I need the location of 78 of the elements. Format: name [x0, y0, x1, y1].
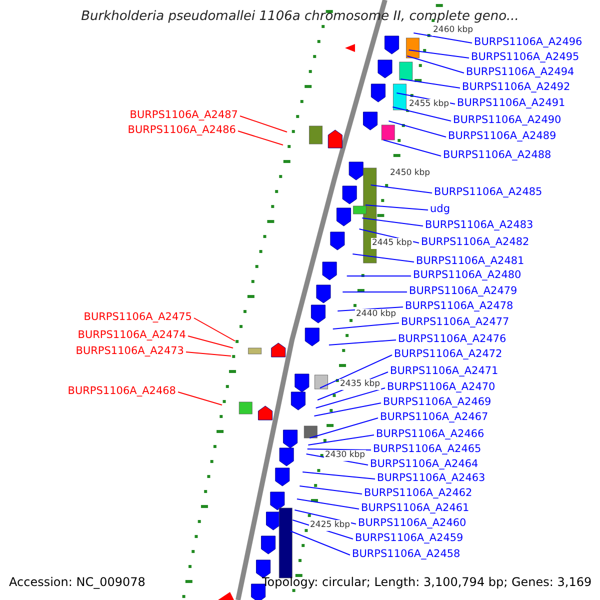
gene-label: BURPS1106A_A2470 — [387, 381, 496, 394]
gene-label: BURPS1106A_A2486 — [128, 124, 236, 137]
gene-label: BURPS1106A_A2469 — [383, 396, 492, 409]
leader-line — [408, 50, 470, 58]
leader-line — [315, 388, 386, 408]
leader-line — [302, 472, 376, 480]
gene-label: BURPS1106A_A2468 — [68, 385, 176, 398]
scale-tick-label: 2440 kbp — [355, 309, 398, 320]
gene-label: BURPS1106A_A2482 — [421, 236, 530, 249]
leader-line — [328, 340, 396, 346]
gene-label: BURPS1106A_A2471 — [390, 365, 498, 378]
gene-label: BURPS1106A_A2477 — [401, 316, 510, 329]
scale-tick-label: 2445 kbp — [371, 238, 414, 249]
gene-label: BURPS1106A_A2485 — [434, 186, 542, 199]
leader-line — [314, 402, 382, 416]
gene-label: BURPS1106A_A2460 — [358, 517, 466, 530]
gene-label: BURPS1106A_A2488 — [443, 149, 552, 162]
gene-label: BURPS1106A_A2472 — [394, 348, 502, 361]
gene-label: BURPS1106A_A2496 — [474, 36, 582, 49]
leader-line — [188, 336, 234, 348]
leader-line — [320, 354, 392, 388]
leader-line — [370, 184, 432, 194]
scale-tick-label: 2455 kbp — [408, 99, 450, 110]
gene-label: BURPS1106A_A2495 — [471, 51, 580, 64]
map-title: Burkholderia pseudomallei 1106a chromosome II, complete geno... — [80, 9, 520, 25]
gene-label: BURPS1106A_A2490 — [453, 114, 562, 127]
leader-line — [309, 418, 378, 438]
gene-label: BURPS1106A_A2462 — [364, 487, 472, 500]
leader-line — [406, 56, 464, 74]
gene-label: BURPS1106A_A2463 — [377, 472, 486, 485]
gene-label: BURPS1106A_A2494 — [466, 66, 574, 79]
leader-line — [240, 116, 288, 132]
leader-line — [308, 434, 374, 446]
leader-line — [388, 120, 446, 138]
leader-line — [332, 322, 400, 330]
gene-label: BURPS1106A_A2483 — [425, 219, 534, 232]
info-text: Accession: NC_009078 — [9, 575, 146, 590]
gene-label: BURPS1106A_A2491 — [457, 97, 566, 110]
gene-label: BURPS1106A_A2465 — [373, 443, 482, 456]
info-text: Topology: circular; Length: 3,100,794 bp; Genes: 3,169 — [262, 575, 592, 590]
gene-label: BURPS1106A_A2458 — [352, 548, 460, 561]
leader-line — [413, 32, 472, 44]
gene-label: udg — [430, 203, 450, 216]
leader-line — [194, 318, 236, 342]
gene-label: BURPS1106A_A2479 — [409, 285, 518, 298]
leader-line — [362, 218, 424, 226]
scale-tick-label: 2450 kbp — [389, 168, 432, 179]
gene-label: BURPS1106A_A2476 — [398, 333, 506, 346]
leader-line — [290, 530, 350, 556]
gene-label: BURPS1106A_A2459 — [355, 532, 464, 545]
leader-line — [238, 130, 284, 146]
gene-label: BURPS1106A_A2464 — [370, 458, 478, 471]
gene-label: BURPS1106A_A2475 — [84, 311, 192, 324]
gene-label: BURPS1106A_A2467 — [380, 411, 488, 424]
gene-label: BURPS1106A_A2478 — [405, 300, 514, 313]
gene-label: BURPS1106A_A2474 — [78, 329, 186, 342]
gene-label: BURPS1106A_A2492 — [462, 81, 570, 94]
scale-tick-label: 2430 kbp — [324, 450, 366, 461]
leader-line — [296, 498, 360, 510]
leader-line — [392, 106, 452, 122]
leader-line — [186, 352, 232, 356]
gene-label: BURPS1106A_A2481 — [416, 255, 524, 268]
leader-line — [299, 486, 362, 494]
gene-label: BURPS1106A_A2473 — [76, 345, 184, 358]
gene-label: BURPS1106A_A2489 — [448, 130, 556, 143]
leader-line — [400, 78, 460, 88]
gene-label: BURPS1106A_A2466 — [376, 428, 484, 441]
leader-line — [178, 392, 222, 406]
scale-tick-label: 2425 kbp — [309, 520, 352, 531]
scale-tick-label: 2460 kbp — [432, 25, 474, 36]
gene-label: BURPS1106A_A2461 — [361, 502, 470, 515]
leader-line — [365, 204, 428, 210]
leader-line — [382, 140, 442, 156]
scale-tick-label: 2435 kbp — [339, 379, 382, 390]
leader-line — [352, 254, 414, 262]
gene-label: BURPS1106A_A2480 — [413, 269, 522, 282]
gene-label: BURPS1106A_A2487 — [130, 109, 238, 122]
leader-line — [306, 448, 372, 450]
